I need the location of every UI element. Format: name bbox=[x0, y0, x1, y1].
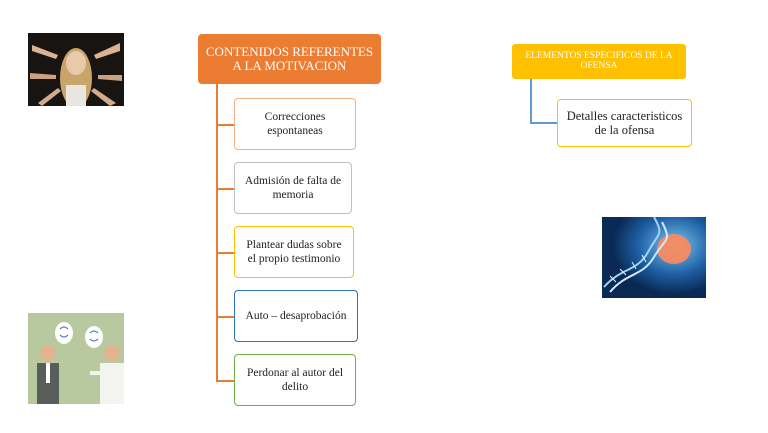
ofensa-item-detalles: Detalles caracteristicos de la ofensa bbox=[557, 99, 692, 147]
connector-1 bbox=[216, 124, 234, 126]
two-men-talking-image bbox=[28, 313, 124, 404]
pointing-fingers-image bbox=[28, 33, 124, 106]
connector-2 bbox=[216, 188, 234, 190]
connector-4 bbox=[216, 316, 234, 318]
motivacion-header: CONTENIDOS REFERENTES A LA MOTIVACION bbox=[198, 34, 381, 84]
motivacion-item-auto-desaprobacion: Auto – desaprobación bbox=[234, 290, 358, 342]
motivacion-connector bbox=[216, 84, 218, 380]
motivacion-item-admision: Admisión de falta de memoria bbox=[234, 162, 352, 214]
brain-dna-image bbox=[602, 217, 706, 298]
connector-3 bbox=[216, 252, 234, 254]
connector-5 bbox=[216, 380, 234, 382]
ofensa-header: ELEMENTOS ESPECIFICOS DE LA OFENSA bbox=[512, 44, 686, 79]
motivacion-item-plantear-dudas: Plantear dudas sobre el propio testimoni… bbox=[234, 226, 354, 278]
motivacion-item-correcciones: Correcciones espontaneas bbox=[234, 98, 356, 150]
motivacion-item-perdonar: Perdonar al autor del delito bbox=[234, 354, 356, 406]
ofensa-connector-h bbox=[530, 122, 558, 124]
ofensa-connector bbox=[530, 79, 532, 123]
